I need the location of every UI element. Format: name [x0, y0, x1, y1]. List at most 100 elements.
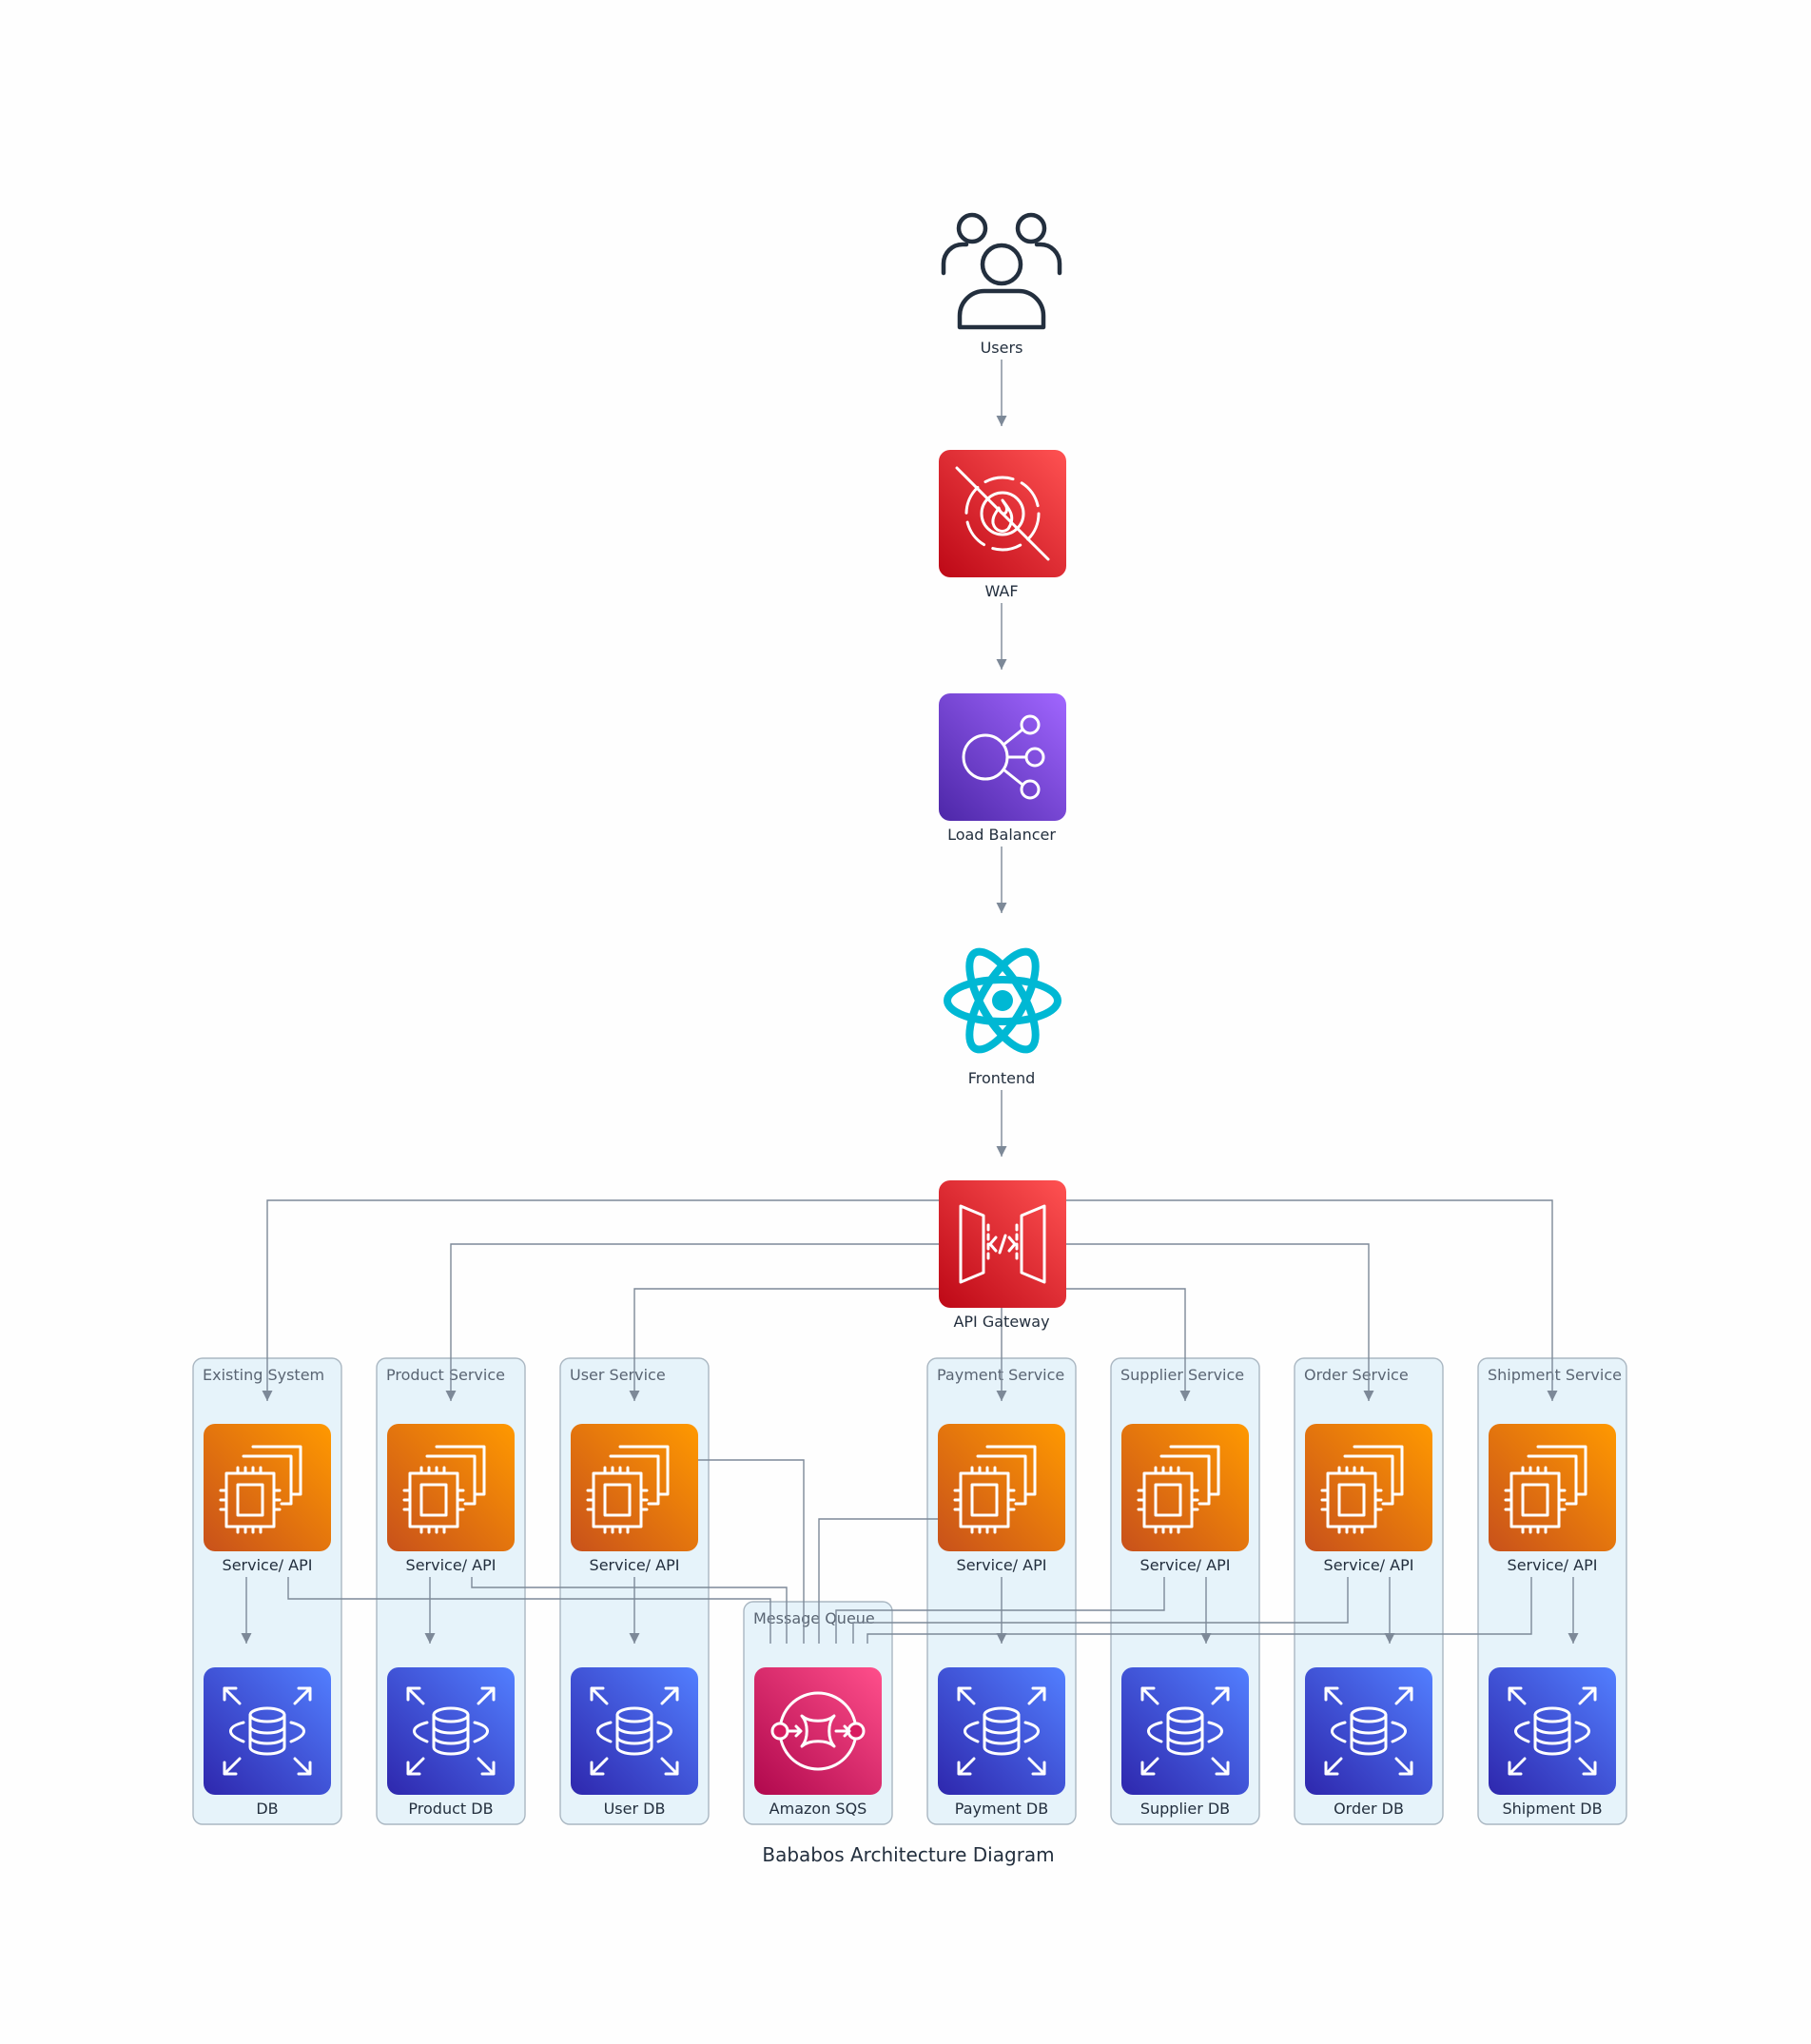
db-tile	[204, 1667, 331, 1795]
rds-database-icon	[590, 1686, 679, 1776]
load-balancer-tile	[939, 693, 1066, 821]
rds-database-icon	[223, 1686, 312, 1776]
sqs-tile	[754, 1667, 882, 1795]
load-balancer-node[interactable]: Load Balancer	[939, 693, 1066, 844]
db-node-user-service[interactable]: User DB	[571, 1667, 698, 1818]
ec2-instances-icon	[586, 1445, 670, 1534]
service-label: Service/ API	[406, 1556, 497, 1574]
service-tile	[1121, 1424, 1249, 1551]
ec2-instances-icon	[402, 1445, 486, 1534]
service-tile	[571, 1424, 698, 1551]
sqs-queue-icon	[770, 1691, 866, 1771]
db-tile	[1121, 1667, 1249, 1795]
cluster-label: Supplier Service	[1120, 1366, 1244, 1384]
db-label: Order DB	[1334, 1800, 1404, 1818]
ec2-instances-icon	[1137, 1445, 1220, 1534]
service-label: Service/ API	[223, 1556, 313, 1574]
cluster-label: Product Service	[386, 1366, 505, 1384]
waf-node[interactable]: WAF	[939, 450, 1066, 600]
service-tile	[387, 1424, 515, 1551]
service-tile	[204, 1424, 331, 1551]
diagram-title: Bababos Architecture Diagram	[762, 1843, 1054, 1866]
rds-database-icon	[1140, 1686, 1230, 1776]
service-tile	[1305, 1424, 1432, 1551]
cluster-label: User Service	[570, 1366, 666, 1384]
cluster-label: Message Queue	[753, 1609, 875, 1627]
cluster-label: Shipment Service	[1488, 1366, 1622, 1384]
service-node-payment-service[interactable]: Service/ API	[938, 1424, 1065, 1574]
frontend-node[interactable]: Frontend	[944, 943, 1061, 1087]
api-gateway-icon	[959, 1204, 1046, 1284]
db-node-shipment-service[interactable]: Shipment DB	[1489, 1667, 1616, 1818]
rds-database-icon	[957, 1686, 1046, 1776]
sqs-label: Amazon SQS	[769, 1800, 867, 1818]
edge-service-queue	[818, 1518, 939, 1644]
edge-gateway-shipment-service	[1065, 1199, 1558, 1401]
service-tile	[938, 1424, 1065, 1551]
users-icon	[941, 212, 1062, 330]
rds-database-icon	[1324, 1686, 1413, 1776]
ec2-instances-icon	[953, 1445, 1037, 1534]
sqs-node[interactable]: Amazon SQS	[754, 1667, 882, 1818]
cluster-label: Payment Service	[937, 1366, 1064, 1384]
db-label: DB	[256, 1800, 278, 1818]
edge-gateway-order-service	[1065, 1243, 1374, 1401]
edge-service-queue	[287, 1577, 771, 1644]
users-node[interactable]: Users	[941, 212, 1062, 357]
db-tile	[1305, 1667, 1432, 1795]
rds-database-icon	[1508, 1686, 1597, 1776]
edge-gateway-existing-system	[262, 1199, 939, 1401]
service-node-product-service[interactable]: Service/ API	[387, 1424, 515, 1574]
db-label: Product DB	[408, 1800, 493, 1818]
ec2-instances-icon	[1320, 1445, 1404, 1534]
load-balancer-label: Load Balancer	[947, 826, 1056, 844]
service-tile	[1489, 1424, 1616, 1551]
db-label: Payment DB	[955, 1800, 1048, 1818]
edge-service-queue	[698, 1459, 805, 1644]
service-node-supplier-service[interactable]: Service/ API	[1121, 1424, 1249, 1574]
edges	[241, 360, 1579, 1644]
service-label: Service/ API	[1140, 1556, 1231, 1574]
ec2-instances-icon	[219, 1445, 302, 1534]
db-label: Shipment DB	[1502, 1800, 1602, 1818]
users-label: Users	[981, 339, 1023, 357]
db-node-existing-system[interactable]: DB	[204, 1667, 331, 1818]
db-tile	[1489, 1667, 1616, 1795]
react-icon	[944, 947, 1061, 1054]
waf-label: WAF	[984, 582, 1018, 600]
frontend-label: Frontend	[968, 1069, 1036, 1087]
edge-gateway-supplier-service	[1065, 1288, 1191, 1401]
service-node-shipment-service[interactable]: Service/ API	[1489, 1424, 1616, 1574]
service-label: Service/ API	[1508, 1556, 1598, 1574]
cluster-label: Existing System	[203, 1366, 324, 1384]
service-label: Service/ API	[1324, 1556, 1414, 1574]
service-label: Service/ API	[590, 1556, 680, 1574]
db-node-product-service[interactable]: Product DB	[387, 1667, 515, 1818]
db-node-payment-service[interactable]: Payment DB	[938, 1667, 1065, 1818]
service-node-user-service[interactable]: Service/ API	[571, 1424, 698, 1574]
db-label: Supplier DB	[1140, 1800, 1230, 1818]
db-tile	[571, 1667, 698, 1795]
db-node-supplier-service[interactable]: Supplier DB	[1121, 1667, 1249, 1818]
edge-service-queue	[852, 1577, 1349, 1644]
edge-gateway-user-service	[629, 1288, 939, 1401]
load-balancer-icon	[962, 714, 1045, 800]
db-tile	[938, 1667, 1065, 1795]
edge-gateway-product-service	[445, 1243, 939, 1401]
db-tile	[387, 1667, 515, 1795]
service-node-existing-system[interactable]: Service/ API	[204, 1424, 331, 1574]
cluster-label: Order Service	[1304, 1366, 1409, 1384]
api-gateway-node[interactable]: API Gateway	[939, 1180, 1066, 1331]
api-gateway-label: API Gateway	[953, 1313, 1049, 1331]
service-label: Service/ API	[957, 1556, 1047, 1574]
edge-service-queue	[835, 1577, 1165, 1644]
db-node-order-service[interactable]: Order DB	[1305, 1667, 1432, 1818]
db-label: User DB	[604, 1800, 666, 1818]
service-node-order-service[interactable]: Service/ API	[1305, 1424, 1432, 1574]
edge-service-queue	[867, 1577, 1532, 1644]
firewall-icon	[955, 466, 1050, 561]
rds-database-icon	[406, 1686, 496, 1776]
ec2-instances-icon	[1504, 1445, 1587, 1534]
edge-service-queue	[471, 1577, 788, 1644]
